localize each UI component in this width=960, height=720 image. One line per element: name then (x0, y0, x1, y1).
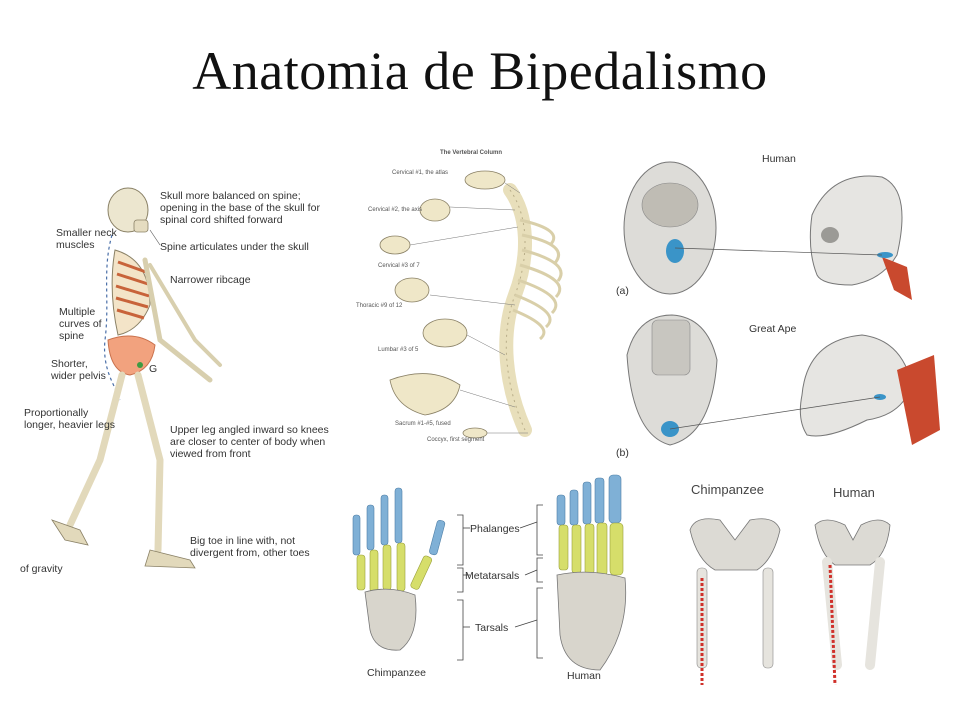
label-upper-leg: Upper leg angled inward so knees are clo… (170, 424, 329, 460)
label-metatarsals: Metatarsals (465, 570, 520, 582)
label-thoracic: Thoracic #9 of 12 (356, 303, 403, 309)
ape-neck-muscle (897, 355, 940, 445)
label-tarsals: Tarsals (475, 622, 509, 634)
chimp-right-femur (762, 567, 774, 669)
label-lumbar: Lumbar #3 of 5 (378, 347, 419, 353)
left-foot (51, 519, 89, 546)
label-shorter-pelvis: Shorter, wider pelvis (51, 358, 106, 382)
label-proportionally-longer: Proportionally longer, heavier legs (24, 407, 116, 431)
human-skull-base (623, 161, 717, 295)
label-cervical-2: Cervical #2, the axis (368, 207, 423, 213)
human-foramen-magnum (666, 239, 684, 263)
pelvis-comparison-panel: Chimpanzee Human (675, 480, 905, 690)
human-phalanges (556, 474, 622, 526)
label-big-toe: Big toe in line with, not divergent from… (190, 535, 310, 559)
vertebral-column-panel: The Vertebral Column Cervical #1, the at… (350, 145, 615, 455)
rib-arcs (512, 218, 563, 341)
right-foot (144, 549, 196, 569)
human-metatarsals (558, 522, 624, 576)
label-center-gravity: of gravity (20, 563, 63, 575)
skull-ape-label: Great Ape (749, 323, 797, 335)
chimp-tarsals (364, 588, 417, 651)
human-tarsals (556, 571, 627, 671)
label-multiple-curves: Multiple curves of spine (59, 306, 102, 342)
ribcage-shape (111, 249, 151, 336)
ape-skull-side (799, 334, 913, 437)
brackets (457, 504, 543, 661)
pelvis-shape (107, 335, 156, 376)
vertebra-thoracic (394, 277, 430, 303)
human-right-femur (865, 557, 885, 670)
label-cervical-1: Cervical #1, the atlas (392, 170, 449, 176)
pelvis-human-label: Human (833, 485, 875, 500)
pelvis-chimp-label: Chimpanzee (691, 482, 764, 497)
label-cervical-3: Cervical #3 of 7 (378, 263, 420, 269)
foot-chimp-label: Chimpanzee (367, 667, 426, 679)
chimp-phalanges (352, 487, 446, 556)
label-narrower-ribcage: Narrower ribcage (170, 274, 251, 286)
label-sacrum: Sacrum #1-#5, fused (395, 421, 451, 427)
jaw-shape (133, 219, 149, 233)
foot-comparison-panel: Phalanges Metatarsals Tarsals Chimpanzee… (345, 470, 645, 685)
vertebral-column-illustration (379, 170, 563, 439)
slide-title: Anatomia de Bipedalismo (192, 41, 768, 101)
arm-bones (142, 257, 213, 383)
label-spine-articulates: Spine articulates under the skull (160, 241, 309, 253)
spine-dashed-curve (103, 234, 121, 401)
label-skull-balanced: Skull more balanced on spine; opening in… (160, 190, 320, 226)
skull-comparison-panel: Human Great Ape (a) (b) (612, 145, 952, 465)
foot-human-label: Human (567, 670, 601, 682)
chimp-pelvis (689, 518, 781, 571)
vertebra-axis (419, 198, 451, 222)
skull-b-label: (b) (616, 447, 629, 459)
foot-comparison-illustration (352, 474, 627, 671)
human-neck-muscle (882, 257, 912, 300)
vertebral-heading: The Vertebral Column (440, 150, 503, 156)
gravity-center-dot (137, 362, 143, 368)
skeleton-panel: Smaller neck muscles Skull more balanced… (10, 180, 330, 580)
label-g-marker: G (149, 363, 158, 375)
ape-skull-base (626, 314, 718, 446)
pelvis-comparison-illustration (689, 518, 891, 686)
vertebra-lumbar (422, 318, 468, 348)
left-leg-bones (66, 371, 126, 529)
label-coccyx: Coccyx, first segment (427, 437, 485, 443)
vertebra-cervical (379, 235, 411, 255)
chimp-metatarsals (356, 542, 433, 593)
skull-comparison-illustration (623, 161, 940, 446)
human-left-femur (822, 557, 842, 670)
sacrum (389, 373, 461, 416)
right-leg-bones (134, 371, 164, 554)
label-phalanges: Phalanges (470, 523, 520, 535)
skull-human-label: Human (762, 153, 796, 165)
skull-a-label: (a) (616, 285, 629, 297)
label-smaller-neck: Smaller neck muscles (56, 227, 117, 251)
walking-skeleton-illustration (51, 187, 222, 569)
human-dashed-line (828, 564, 837, 686)
vertebra-atlas (464, 170, 506, 190)
